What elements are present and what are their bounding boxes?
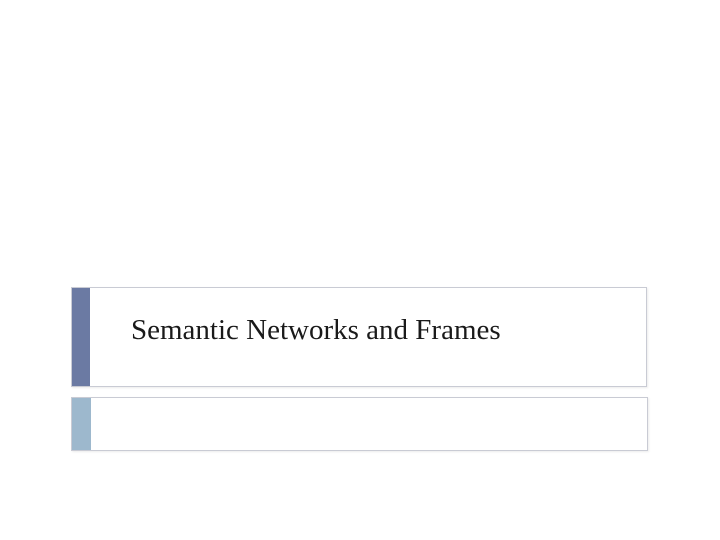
title-placeholder[interactable]: Semantic Networks and Frames	[71, 287, 647, 387]
title-accent-bar	[72, 288, 90, 386]
slide-title: Semantic Networks and Frames	[131, 313, 501, 346]
subtitle-accent-bar	[72, 398, 91, 450]
subtitle-placeholder[interactable]	[71, 397, 648, 451]
